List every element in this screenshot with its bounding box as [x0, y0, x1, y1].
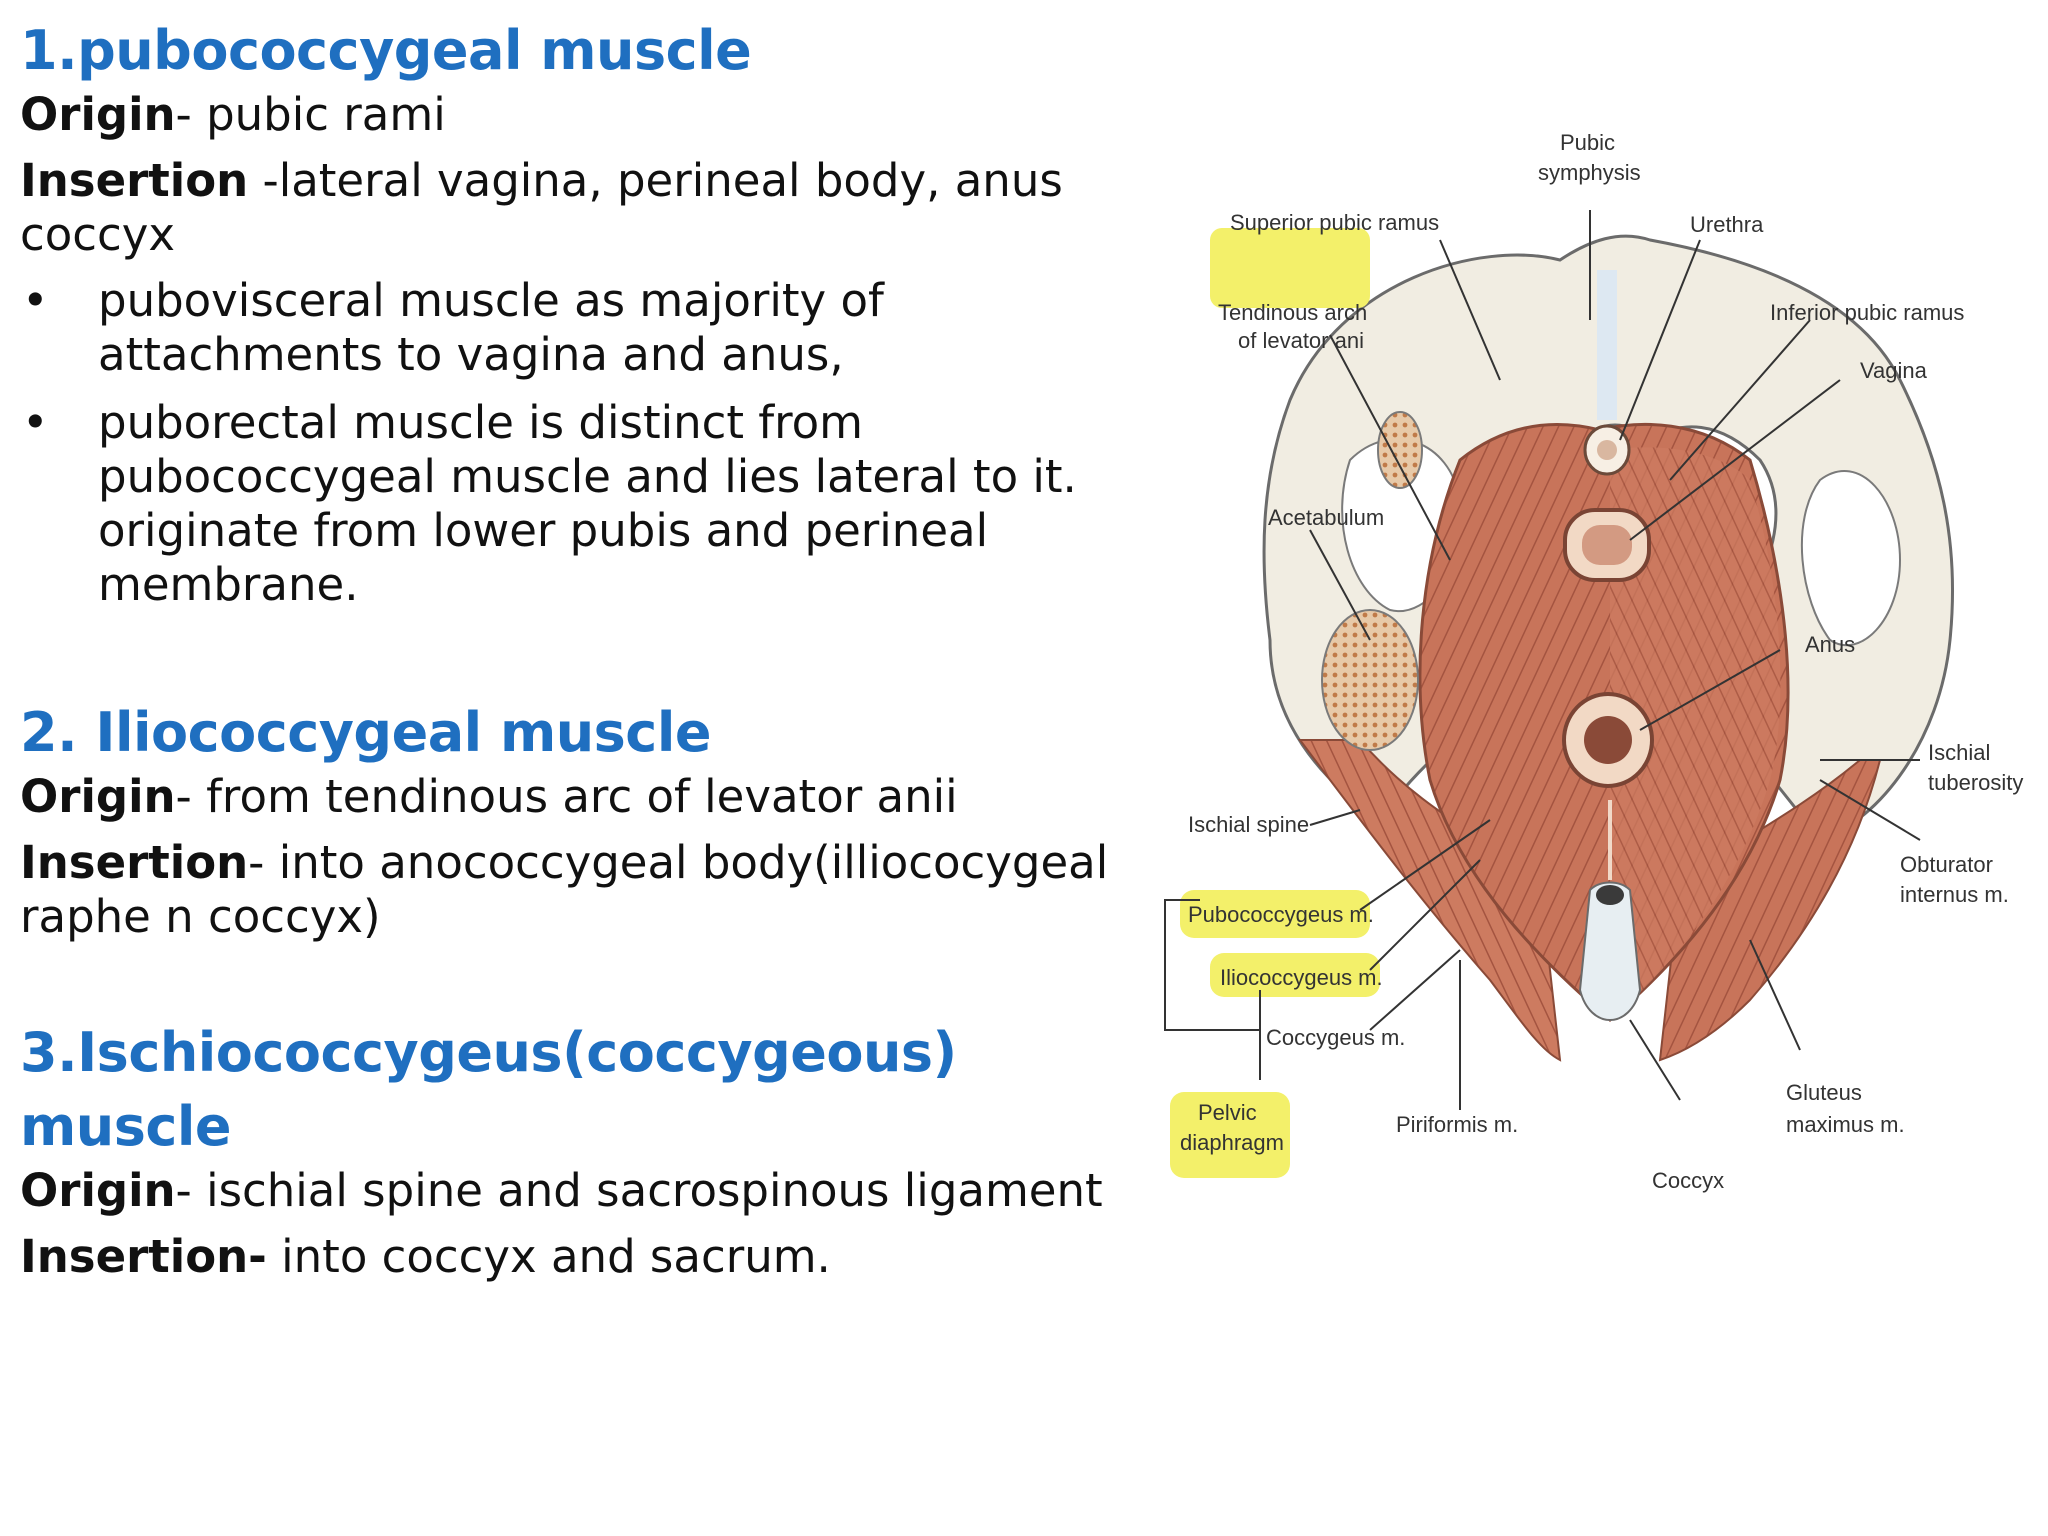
insertion-label: Insertion [20, 836, 249, 889]
label-coccyx: Coccyx [1652, 1168, 1724, 1193]
bullet-marker: • [22, 396, 49, 449]
highlight-iliococcygeus [1210, 953, 1380, 997]
label-gluteus-maximus: Gluteus [1786, 1080, 1862, 1105]
label-pubic-symphysis: symphysis [1538, 160, 1641, 185]
pelvic-floor-illustration: Pubic symphysis Superior pubic ramus Ure… [1160, 120, 2040, 1230]
label-pelvic-diaphragm: Pelvic [1198, 1100, 1257, 1125]
bullet-marker: • [22, 274, 49, 327]
leader-lines [1164, 210, 1921, 1110]
spacer [20, 626, 1130, 696]
label-gluteus-maximus: maximus m. [1786, 1112, 1905, 1137]
section1-insertion: Insertion -lateral vagina, perineal body… [20, 154, 1130, 262]
acetabulum-cut [1377, 411, 1423, 489]
insertion-label: Insertion [20, 154, 249, 207]
label-tendinous-arch: Tendinous arch [1218, 300, 1367, 325]
label-superior-pubic-ramus: Superior pubic ramus [1230, 210, 1439, 235]
insertion-text: - into anococcygeal body(illiococygeal r… [20, 836, 1109, 943]
label-obturator-internus: Obturator [1900, 852, 1993, 877]
origin-text: - pubic rami [175, 88, 446, 141]
section2-insertion: Insertion- into anococcygeal body(illioc… [20, 836, 1130, 944]
section1-origin: Origin- pubic rami [20, 88, 1130, 142]
origin-label: Origin [20, 88, 176, 141]
section3-title: 3.Ischiococcygeus(coccygeous) muscle [20, 1021, 957, 1158]
bullet-text: puborectal muscle is distinct from puboc… [98, 396, 1077, 611]
label-acetabulum: Acetabulum [1268, 505, 1384, 530]
section3-origin: Origin- ischial spine and sacrospinous l… [20, 1164, 1130, 1218]
section1-bullets: • pubovisceral muscle as majority of atta… [20, 274, 1130, 612]
spacer [20, 956, 1130, 1016]
label-pelvic-diaphragm: diaphragm [1180, 1130, 1284, 1155]
label-anus: Anus [1805, 632, 1855, 657]
label-urethra: Urethra [1690, 212, 1764, 237]
highlight-tendinous-arch [1210, 228, 1370, 308]
bullet-item: • puborectal muscle is distinct from pubo… [20, 396, 1130, 612]
label-vagina: Vagina [1860, 358, 1928, 383]
origin-text: - ischial spine and sacrospinous ligamen… [175, 1164, 1103, 1217]
label-obturator-internus: internus m. [1900, 882, 2009, 907]
label-ischial-tuberosity: Ischial [1928, 740, 1990, 765]
obturator-foramen-right [1800, 470, 1902, 647]
section1-title: 1.pubococcygeal muscle [20, 19, 752, 82]
label-ischial-spine: Ischial spine [1188, 812, 1309, 837]
levator-ani-right-half [1610, 447, 1781, 1020]
label-ischial-tuberosity: tuberosity [1928, 770, 2023, 795]
section2-origin: Origin- from tendinous arc of levator an… [20, 770, 1130, 824]
pelvic-floor-diagram: Pubic symphysis Superior pubic ramus Ure… [1164, 130, 2023, 1193]
origin-text: - from tendinous arc of levator anii [175, 770, 958, 823]
origin-label: Origin [20, 770, 176, 823]
label-iliococcygeus: Iliococcygeus m. [1220, 965, 1383, 990]
insertion-text: -lateral vagina, perineal body, anus coc… [20, 154, 1063, 261]
label-piriformis: Piriformis m. [1396, 1112, 1518, 1137]
pubic-symphysis [1597, 270, 1617, 420]
label-pubococcygeus: Pubococcygeus m. [1188, 902, 1374, 927]
gluteus-right-shape [1658, 759, 1882, 1062]
label-inferior-pubic-ramus: Inferior pubic ramus [1770, 300, 1964, 325]
section2-title: 2. Iliococcygeal muscle [20, 701, 711, 764]
section3-insertion: Insertion- into coccyx and sacrum. [20, 1230, 1130, 1284]
bullet-item: • pubovisceral muscle as majority of atta… [20, 274, 1130, 382]
ischial-spine-cut [1321, 609, 1419, 751]
insertion-label: Insertion- [20, 1230, 267, 1283]
text-column: 1.pubococcygeal muscle Origin- pubic ram… [20, 14, 1130, 1296]
coccyx-shape [1578, 881, 1642, 1021]
label-coccygeus: Coccygeus m. [1266, 1025, 1405, 1050]
insertion-text: into coccyx and sacrum. [266, 1230, 831, 1283]
origin-label: Origin [20, 1164, 176, 1217]
bullet-text: pubovisceral muscle as majority of attac… [98, 274, 884, 381]
highlight-pelvic-diaphragm [1170, 1092, 1290, 1178]
label-tendinous-arch: of levator ani [1238, 328, 1364, 353]
label-pubic-symphysis: Pubic [1560, 130, 1615, 155]
highlight-pubococcygeus [1180, 890, 1370, 938]
